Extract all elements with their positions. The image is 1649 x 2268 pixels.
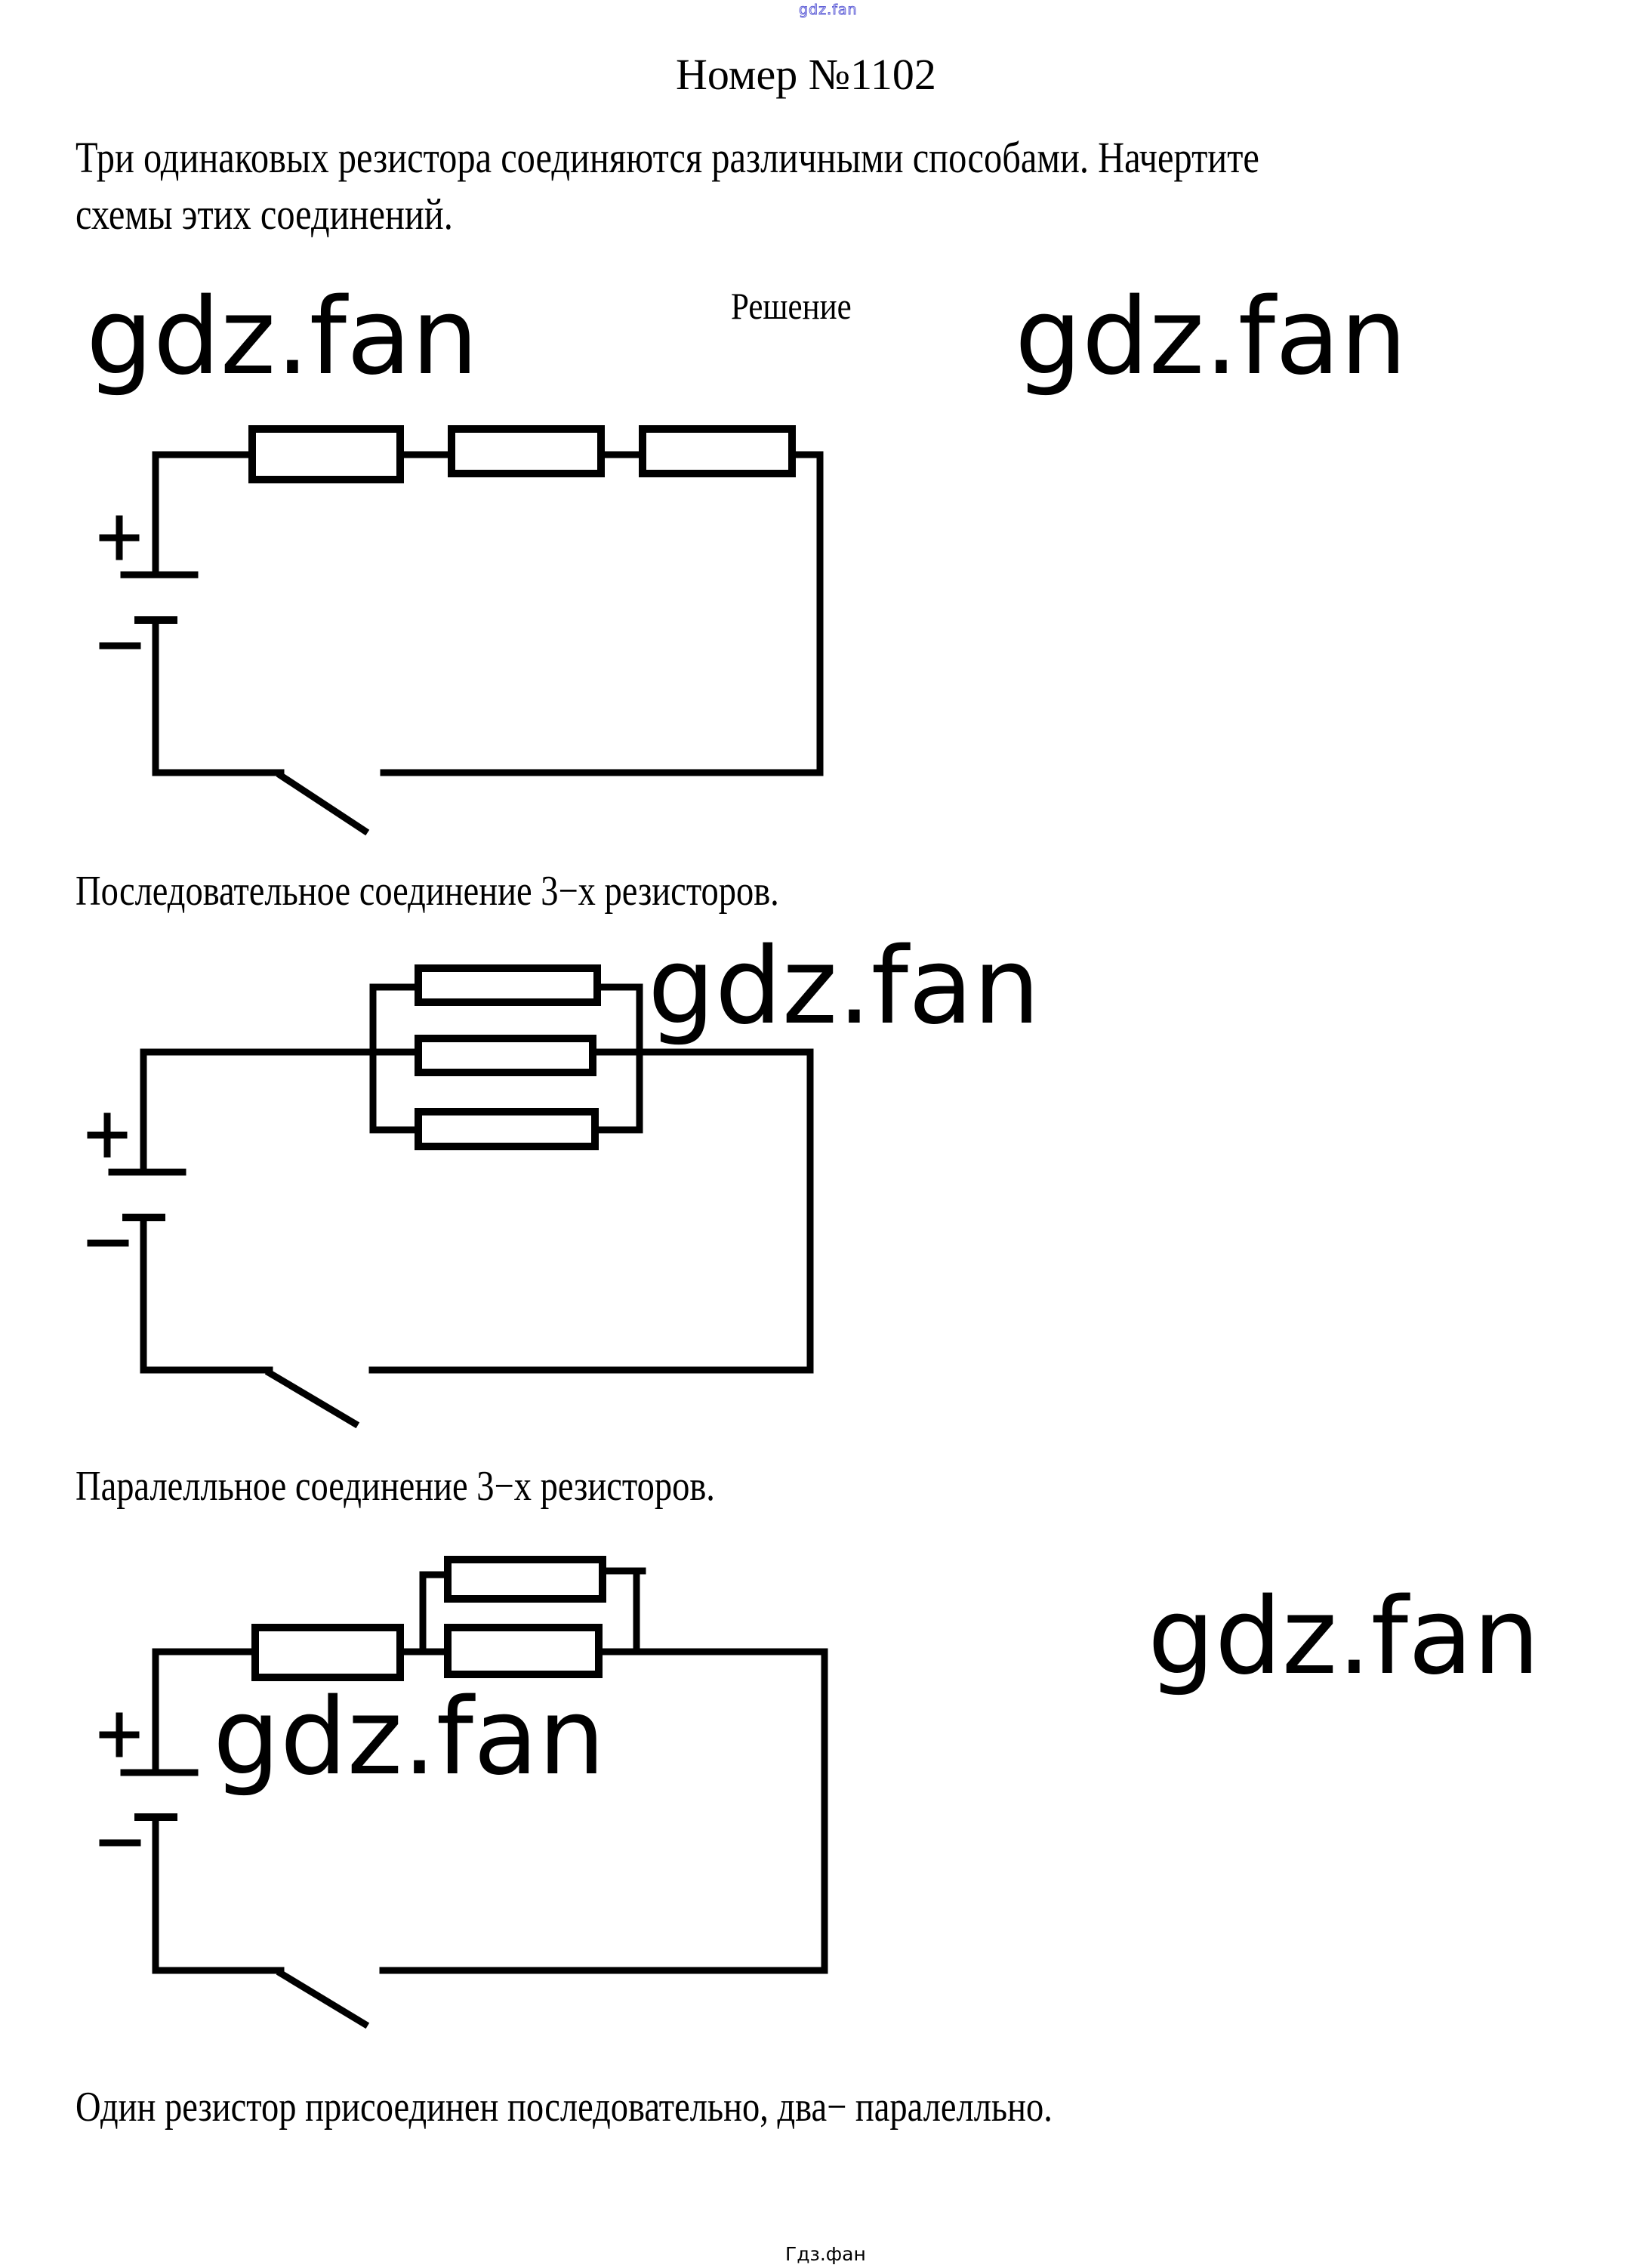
resistor: [448, 425, 605, 477]
mixed-circuit-diagram: [99, 1556, 828, 2029]
resistor: [251, 1624, 404, 1681]
switch-icon: [276, 1968, 370, 2029]
resistor: [639, 425, 796, 477]
task-text-line-1: Три одинаковых резистора соединяются раз…: [76, 133, 1259, 182]
switch-icon: [276, 770, 370, 836]
task-text-line-2: схемы этих соединений.: [76, 190, 453, 239]
resistor: [444, 1556, 606, 1603]
series-caption: Последовательное соединение 3−х резистор…: [76, 868, 779, 915]
watermark: gdz.fan: [1148, 1575, 1540, 1699]
top-watermark: gdz.fan: [799, 2, 858, 19]
footer-text: Гдз.фан: [785, 2243, 866, 2265]
mixed-caption: Один резистор присоединен последовательн…: [76, 2084, 1053, 2131]
watermark: gdz.fan: [1015, 276, 1407, 399]
watermark: gdz.fan: [648, 925, 1040, 1048]
resistor: [444, 1624, 603, 1678]
parallel-circuit-diagram: [87, 964, 814, 1429]
switch-icon: [264, 1368, 360, 1429]
series-circuit-diagram: [99, 425, 824, 836]
page-title: Номер №1102: [676, 50, 936, 99]
resistor: [415, 964, 601, 1006]
parallel-caption: Паралелльное соединение 3−х резисторов.: [76, 1463, 715, 1510]
watermark: gdz.fan: [213, 1676, 606, 1799]
resistor: [415, 1108, 599, 1150]
resistor: [248, 425, 404, 483]
resistor: [415, 1035, 596, 1076]
watermark: gdz.fan: [86, 276, 479, 399]
solution-heading: Решение: [731, 285, 852, 327]
